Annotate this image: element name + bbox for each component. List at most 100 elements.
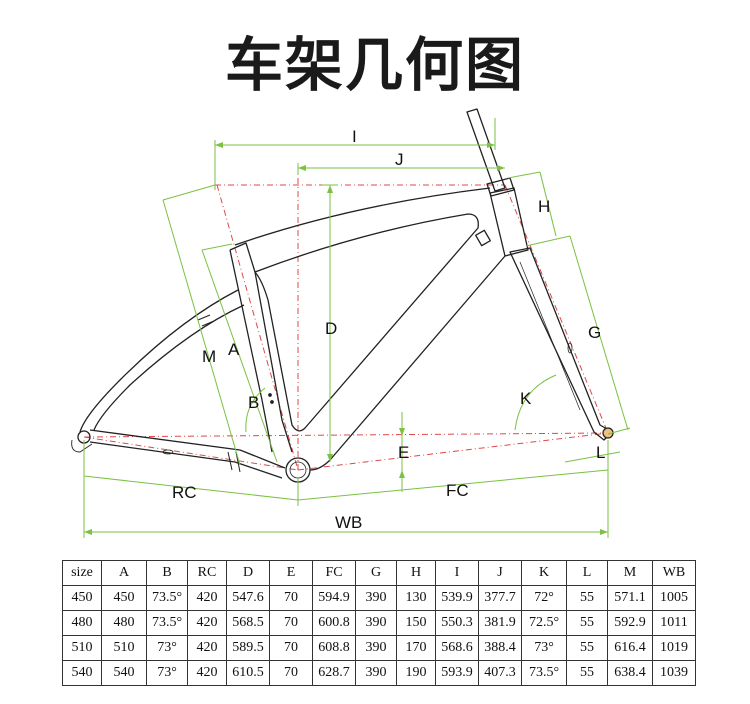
table-cell: 70 <box>269 585 313 611</box>
cable-port <box>475 229 491 247</box>
table-header-cell: size <box>62 560 102 586</box>
table-cell: 73.5° <box>146 610 188 636</box>
dimension-lines <box>83 118 631 538</box>
fork <box>509 247 613 441</box>
table-cell: 390 <box>355 660 397 686</box>
top-tube-outer <box>234 187 491 246</box>
chainstay-bridge <box>227 451 241 473</box>
main-triangle-inner <box>254 213 479 432</box>
table-header-cell: B <box>146 560 188 586</box>
dim-fc <box>297 469 609 501</box>
table-header-cell: K <box>521 560 567 586</box>
table-cell: 450 <box>101 585 147 611</box>
frame-geometry-diagram: I J H D G M A B K E L RC FC WB <box>71 108 631 538</box>
table-cell: 420 <box>187 585 227 611</box>
table-cell: 150 <box>396 610 436 636</box>
label-j: J <box>395 150 404 169</box>
table-cell: 390 <box>355 585 397 611</box>
table-cell: 450 <box>62 585 102 611</box>
label-g: G <box>588 323 601 342</box>
dim-k-arc <box>514 374 557 431</box>
dimension-arrows <box>84 142 608 535</box>
dimension-labels: I J H D G M A B K E L RC FC WB <box>172 127 605 532</box>
table-cell: 73.5° <box>146 585 188 611</box>
label-wb: WB <box>335 513 362 532</box>
label-k: K <box>520 389 532 408</box>
fork-inner <box>519 261 581 411</box>
table-cell: 190 <box>396 660 436 686</box>
table-cell: 381.9 <box>478 610 522 636</box>
table-cell: 72.5° <box>521 610 567 636</box>
table-cell: 73.5° <box>521 660 567 686</box>
table-cell: 55 <box>566 660 608 686</box>
chain-stay-lower <box>89 441 283 479</box>
table-header-cell: FC <box>312 560 356 586</box>
table-cell: 480 <box>62 610 102 636</box>
label-b: B <box>248 393 259 412</box>
table-cell: 568.5 <box>226 610 270 636</box>
down-tube-outer <box>309 255 506 471</box>
label-e: E <box>398 443 409 462</box>
seat-stay-inner <box>93 304 245 431</box>
table-header-cell: WB <box>652 560 696 586</box>
table-cell: 55 <box>566 635 608 661</box>
table-cell: 170 <box>396 635 436 661</box>
table-cell: 420 <box>187 660 227 686</box>
table-cell: 1011 <box>652 610 696 636</box>
table-cell: 73° <box>521 635 567 661</box>
table-cell: 547.6 <box>226 585 270 611</box>
table-cell: 539.9 <box>435 585 479 611</box>
table-cell: 571.1 <box>607 585 653 611</box>
steerer-tube <box>466 108 506 192</box>
dim-l <box>564 451 621 463</box>
label-h: H <box>538 197 550 216</box>
label-d: D <box>325 319 337 338</box>
label-rc: RC <box>172 483 197 502</box>
table-cell: 72° <box>521 585 567 611</box>
table-cell: 390 <box>355 635 397 661</box>
dim-h <box>507 171 541 179</box>
dim-b-arc <box>245 387 266 433</box>
chain-stay <box>89 429 286 469</box>
table-cell: 55 <box>566 610 608 636</box>
ref-seat-axis <box>216 184 299 471</box>
bike-frame <box>71 108 614 483</box>
table-cell: 540 <box>62 660 102 686</box>
dim-g <box>569 235 629 431</box>
table-cell: 600.8 <box>312 610 356 636</box>
seat-stay <box>79 289 239 433</box>
table-cell: 390 <box>355 610 397 636</box>
seatstay-bridge <box>197 314 215 327</box>
table-cell: 608.8 <box>312 635 356 661</box>
table-cell: 480 <box>101 610 147 636</box>
table-cell: 593.9 <box>435 660 479 686</box>
seat-tube-outer <box>229 242 293 453</box>
table-cell: 73° <box>146 635 188 661</box>
ref-front-center <box>297 432 609 471</box>
table-cell: 420 <box>187 635 227 661</box>
table-cell: 510 <box>62 635 102 661</box>
table-cell: 388.4 <box>478 635 522 661</box>
table-cell: 638.4 <box>607 660 653 686</box>
dim-a <box>201 249 278 463</box>
table-cell: 70 <box>269 635 313 661</box>
label-fc: FC <box>446 481 469 500</box>
table-cell: 377.7 <box>478 585 522 611</box>
table-cell: 55 <box>566 585 608 611</box>
label-m: M <box>202 347 216 366</box>
table-cell: 589.5 <box>226 635 270 661</box>
table-cell: 420 <box>187 610 227 636</box>
page-title: 车架几何图 <box>224 31 525 99</box>
table-cell: 616.4 <box>607 635 653 661</box>
table-cell: 568.6 <box>435 635 479 661</box>
label-i: I <box>352 127 357 146</box>
table-cell: 1039 <box>652 660 696 686</box>
label-a: A <box>228 340 240 359</box>
table-header-cell: G <box>355 560 397 586</box>
table-cell: 540 <box>101 660 147 686</box>
